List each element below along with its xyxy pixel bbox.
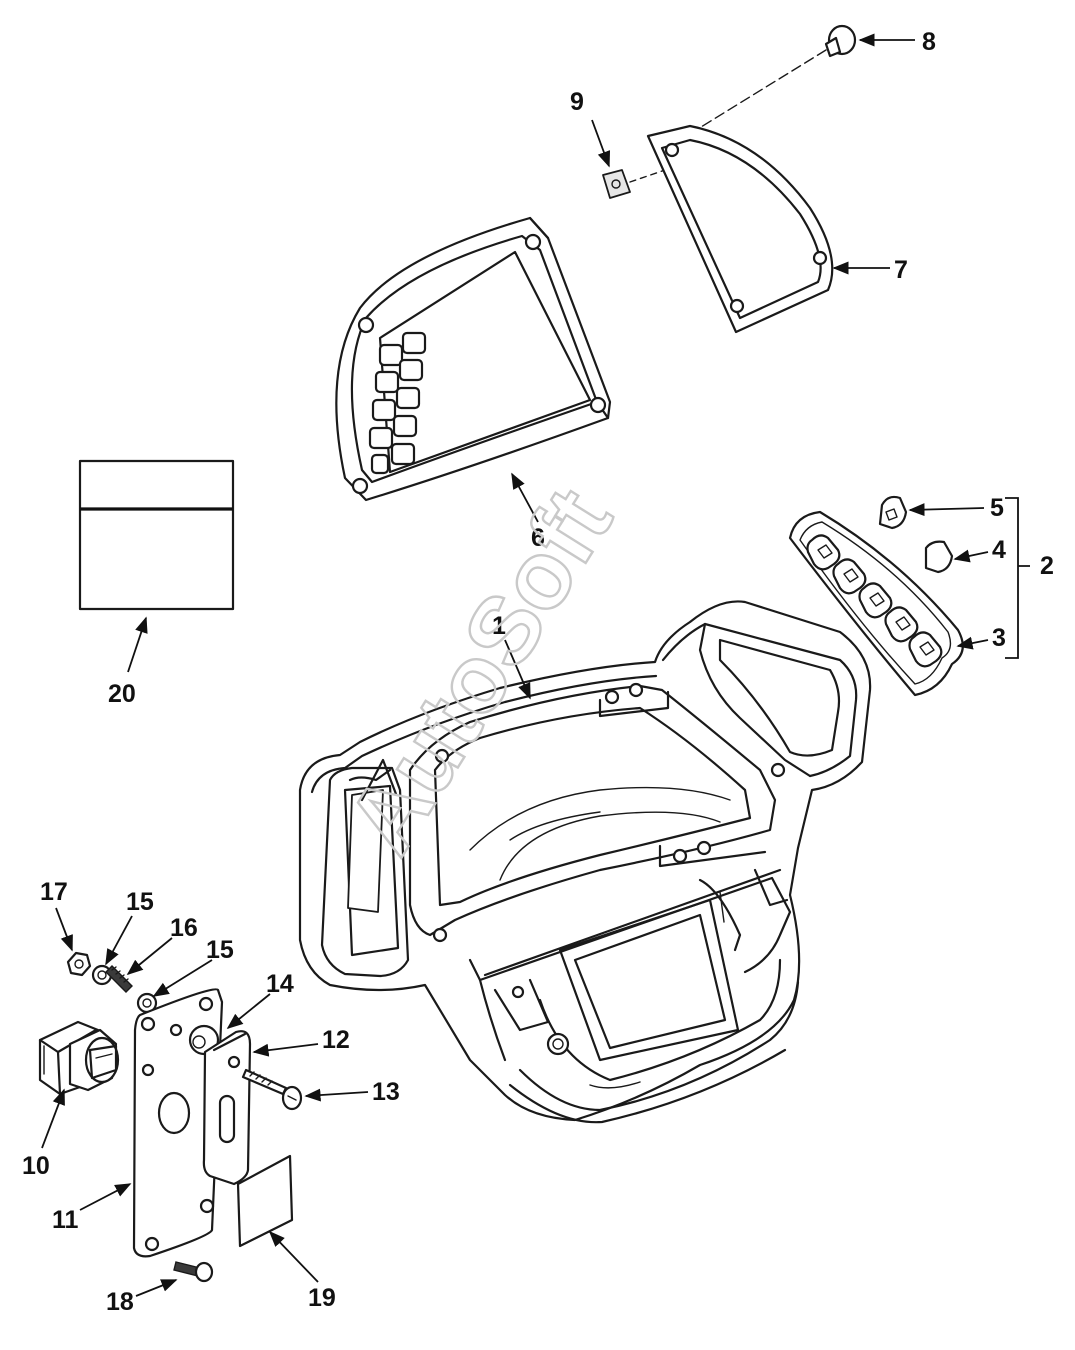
part-17-nut (66, 951, 92, 977)
part-3-switch-plate (788, 510, 964, 697)
callout-labels: 8 9 7 6 5 4 2 3 1 20 17 15 16 15 14 12 1… (22, 28, 1054, 1316)
part-9-clip-nut (602, 169, 631, 199)
callout-11: 11 (52, 1206, 79, 1234)
callout-12: 12 (322, 1026, 350, 1054)
part-1-dash-shell (298, 600, 872, 1124)
callout-19: 19 (308, 1284, 336, 1312)
bezel-switch-grid (368, 331, 427, 475)
part-6-switch-bezel (335, 216, 612, 502)
callout-15-left: 15 (126, 888, 154, 916)
callout-13: 13 (372, 1078, 400, 1106)
callout-5: 5 (990, 494, 1004, 522)
callout-9: 9 (570, 88, 584, 116)
callout-14: 14 (266, 970, 294, 998)
part-20-label (78, 459, 235, 611)
rivet-dashed-axis (674, 49, 827, 144)
callout-8: 8 (922, 28, 936, 56)
part-4-blank-cap (924, 540, 954, 574)
part-5-switch-button (878, 495, 908, 530)
callout-18: 18 (106, 1288, 134, 1316)
switch-plate-buttons (806, 534, 943, 668)
callout-3: 3 (992, 624, 1006, 652)
callout-7: 7 (894, 256, 908, 284)
callout-4: 4 (992, 536, 1006, 564)
callout-15-right: 15 (206, 936, 234, 964)
part-12-bracket (202, 1030, 252, 1186)
callout-6: 6 (531, 524, 545, 552)
callout-1: 1 (492, 612, 506, 640)
part-7-side-cover (646, 124, 834, 334)
part-19-pad (236, 1154, 294, 1248)
callout-2: 2 (1040, 552, 1054, 580)
clip-dashed-axis (629, 169, 666, 183)
part-13-bolt (241, 1068, 303, 1111)
callout-20: 20 (108, 680, 136, 708)
callout-10: 10 (22, 1152, 50, 1180)
callout-16: 16 (170, 914, 198, 942)
part-10-ignition-switch (38, 1020, 120, 1096)
part-8-rivet (824, 24, 857, 58)
callout-17: 17 (40, 878, 68, 906)
callout-leaders (41, 33, 1030, 1297)
part-11-mounting-plate (132, 988, 224, 1258)
part-16-spring (105, 965, 133, 993)
part-18-screw (173, 1261, 214, 1283)
part-15-washer-right (136, 992, 158, 1014)
